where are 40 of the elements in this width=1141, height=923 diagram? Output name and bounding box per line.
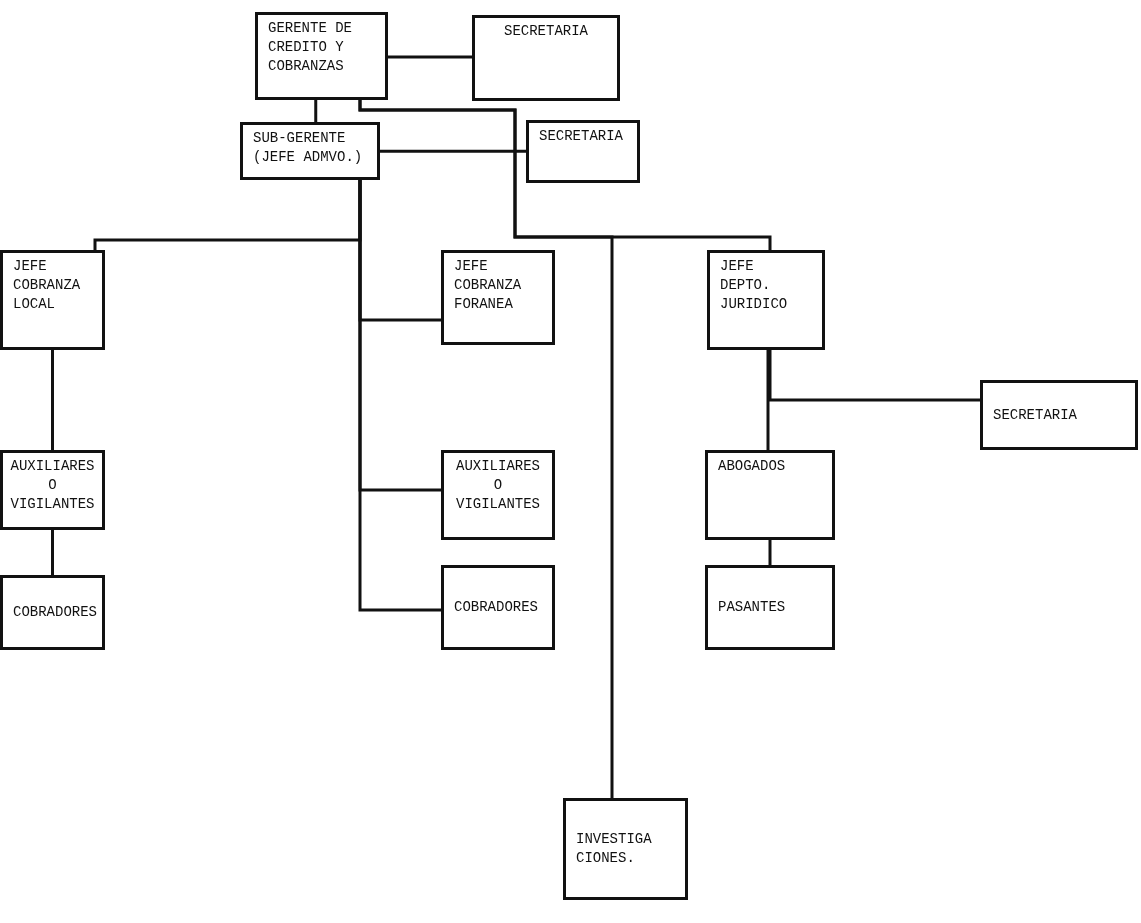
position-title: AUXILIARES O VIGILANTES: [455, 457, 541, 514]
position-title: SECRETARIA: [503, 22, 589, 41]
connector-line: [51, 530, 54, 575]
org-box: [705, 565, 835, 650]
position-title: JEFE DEPTO. JURIDICO: [719, 257, 789, 314]
connector-line: [766, 350, 770, 450]
position-title: PASANTES: [717, 598, 787, 617]
org-box: [980, 380, 1138, 450]
connector-line: [314, 100, 318, 122]
org-box: [0, 450, 105, 530]
position-title: INVESTIGA CIONES.: [575, 830, 653, 868]
position-title: JEFE COBRANZA FORANEA: [453, 257, 523, 314]
org-box: [526, 120, 640, 183]
position-title: COBRADORES: [453, 598, 539, 617]
connector-line: [358, 100, 614, 798]
org-box: [0, 575, 105, 650]
org-box: [255, 12, 388, 100]
position-title: AUXILIARES O VIGILANTES: [9, 457, 96, 514]
org-box: [441, 250, 555, 345]
org-box: [705, 450, 835, 540]
org-box: [563, 798, 688, 900]
org-box: [240, 122, 380, 180]
position-title: ABOGADOS: [717, 457, 787, 476]
position-title: SECRETARIA: [992, 405, 1078, 425]
org-box: [0, 250, 105, 350]
org-box: [707, 250, 825, 350]
org-box: [472, 15, 620, 101]
connector-line: [768, 540, 772, 565]
position-title: SUB-GERENTE (JEFE ADMVO.): [252, 129, 364, 167]
org-box: [441, 450, 555, 540]
connector-line: [358, 180, 441, 612]
connector-line: [380, 149, 526, 153]
connector-line: [768, 350, 980, 402]
position-title: JEFE COBRANZA LOCAL: [12, 257, 82, 314]
position-title: COBRADORES: [12, 603, 98, 622]
position-title: GERENTE DE CREDITO Y COBRANZAS: [267, 19, 353, 76]
org-box: [441, 565, 555, 650]
connector-line: [51, 350, 54, 450]
connector-line: [388, 55, 472, 59]
position-title: SECRETARIA: [538, 127, 624, 146]
